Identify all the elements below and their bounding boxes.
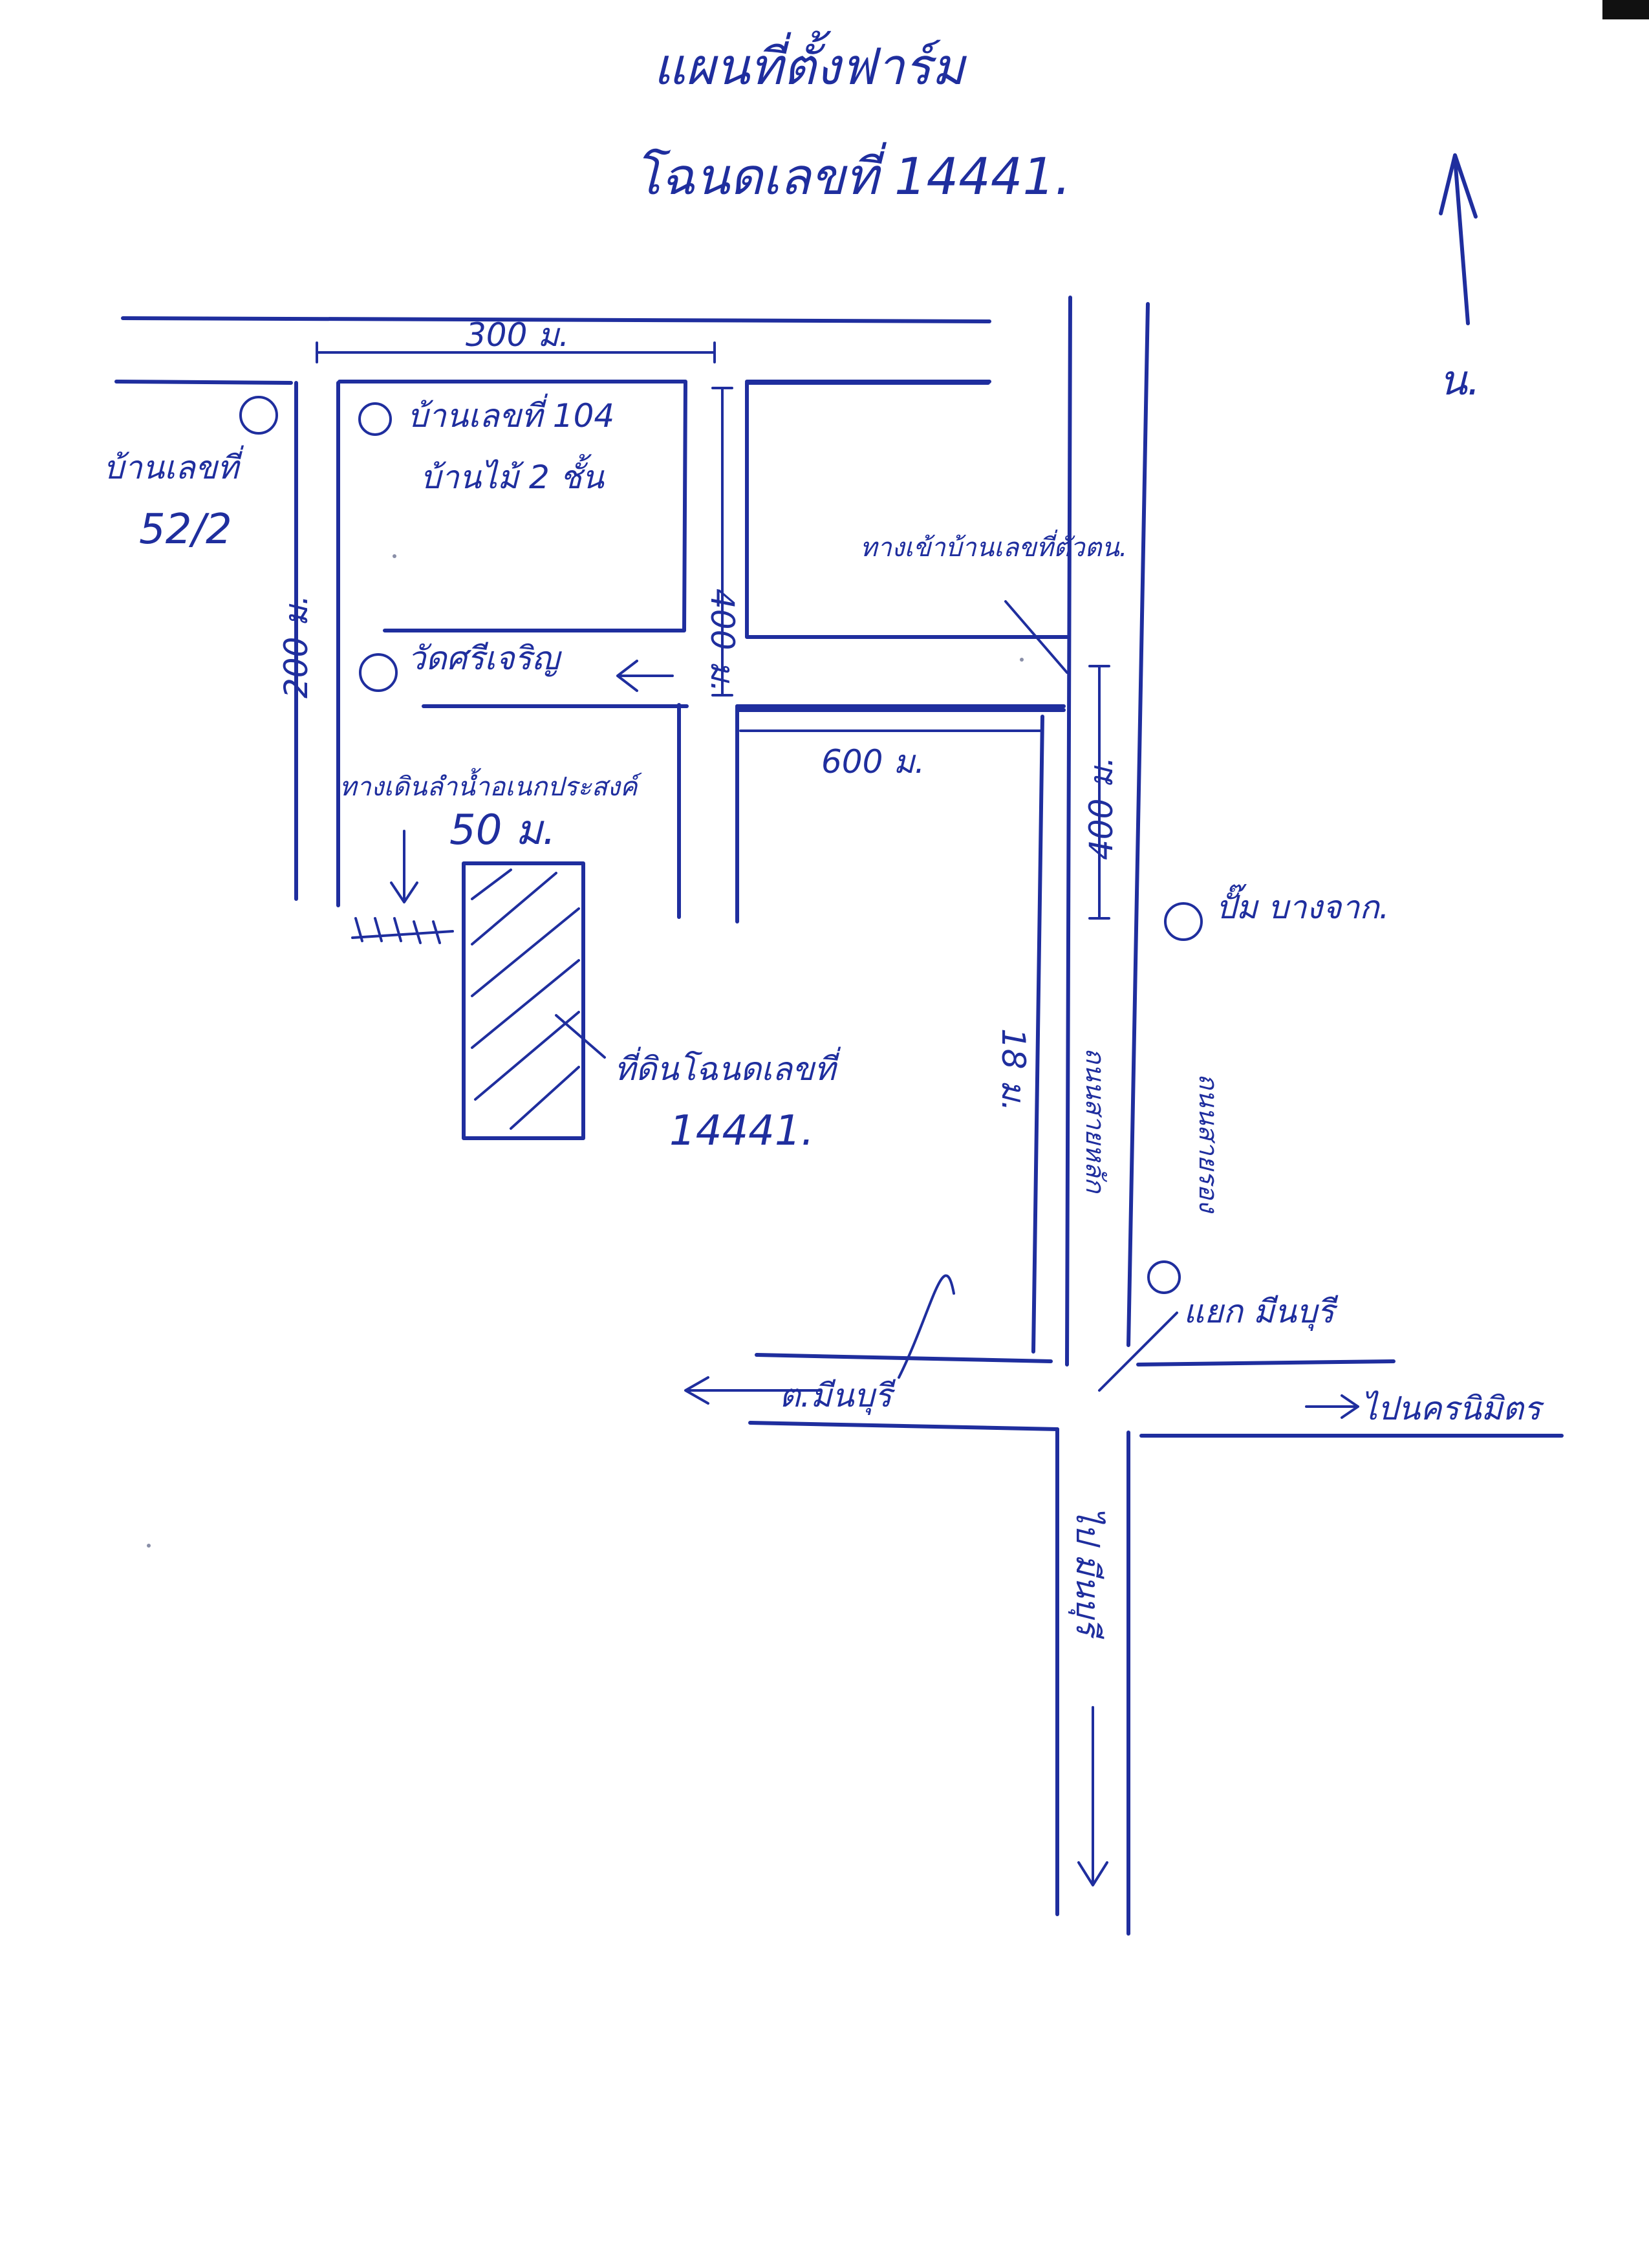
west-destination: ต.มีนบุรี xyxy=(779,1377,896,1416)
canal-label: ทางเดินลำน้ำอเนกประสงค์ xyxy=(339,768,642,802)
deed-title: โฉนดเลขที่ 14441. xyxy=(634,142,1071,206)
house-52-marker-icon xyxy=(239,396,278,435)
cross-road-west-north-edge xyxy=(755,1353,1053,1363)
land-parcel-14441 xyxy=(462,861,585,1140)
scan-speck xyxy=(393,554,396,558)
east-destination: ไปนครนิมิตร xyxy=(1361,1390,1544,1427)
canal-arrow-icon xyxy=(390,830,418,903)
scan-corner-mark xyxy=(1602,0,1649,19)
north-road-label: ทางเข้าบ้านเลขที่ตัวตน. xyxy=(860,529,1127,563)
access-road-width: 18 ม. xyxy=(995,1028,1032,1111)
house-52-label: บ้านเลขที่ xyxy=(103,445,244,486)
canal-hatch xyxy=(351,917,454,944)
canal-width-label: 50 ม. xyxy=(449,806,555,854)
inner-road-distance: 400 ม. xyxy=(704,589,741,692)
land-label: ที่ดินโฉนดเลขที่ xyxy=(614,1046,841,1088)
cross-road-west-south-edge xyxy=(748,1421,1059,1431)
block-house-104 xyxy=(338,380,687,632)
east-arrow-icon xyxy=(1305,1394,1359,1419)
north-label: น. xyxy=(1439,357,1480,405)
pump-label: ปั๊ม บางจาก. xyxy=(1216,884,1389,926)
map-title: แผนที่ตั้งฟาร์ม xyxy=(653,30,967,96)
temple-marker-icon xyxy=(359,653,398,692)
block-northeast xyxy=(745,381,1069,639)
left-road-distance: 200 ม. xyxy=(277,595,315,698)
north-arrow-icon xyxy=(1439,153,1478,325)
south-destination: ไป มีนบุรี xyxy=(1068,1507,1106,1640)
house-52-number: 52/2 xyxy=(139,506,232,554)
main-road-west-edge xyxy=(1065,296,1072,1366)
main-road-label: ถนนสายหลัก xyxy=(1080,1048,1110,1194)
junction-label: แยก มีนบุรี xyxy=(1183,1293,1339,1332)
branch-road-label: ถนนสายรอง xyxy=(1193,1074,1223,1214)
temple-label: วัดศรีเจริญ xyxy=(407,640,562,677)
dimension-400m-inner xyxy=(711,387,733,697)
cross-road-east-north-edge xyxy=(1136,1359,1396,1366)
south-arrow-icon xyxy=(1077,1706,1108,1886)
dimension-300m xyxy=(316,341,716,363)
land-number: 14441. xyxy=(669,1107,814,1155)
dimension-400m-right xyxy=(1088,665,1110,920)
house-104-marker-icon xyxy=(358,402,392,436)
temple-arrow-icon xyxy=(616,660,674,692)
scan-speck xyxy=(1020,658,1024,662)
house-104-label: บ้านเลขที่ 104 xyxy=(407,393,614,435)
pump-marker-icon xyxy=(1164,902,1203,941)
mid-road-distance: 600 ม. xyxy=(821,743,925,781)
right-road-distance: 400 ม. xyxy=(1083,757,1120,860)
junction-pointer xyxy=(1098,1312,1178,1392)
north-road-pointer xyxy=(1004,600,1068,674)
top-road-upper-edge xyxy=(121,316,991,323)
scan-speck xyxy=(147,1544,151,1548)
main-road-east-edge xyxy=(1126,302,1150,1347)
farm-access-road xyxy=(1031,715,1044,1354)
junction-marker-icon xyxy=(1147,1260,1181,1294)
west-arrow-icon xyxy=(684,1376,823,1405)
top-road-left-edge xyxy=(114,380,293,385)
house-104-note: บ้านไม้ 2 ชั้น xyxy=(420,454,605,496)
land-pointer xyxy=(555,1014,606,1059)
west-label-hook xyxy=(898,1274,955,1379)
top-road-distance: 300 ม. xyxy=(466,316,569,354)
